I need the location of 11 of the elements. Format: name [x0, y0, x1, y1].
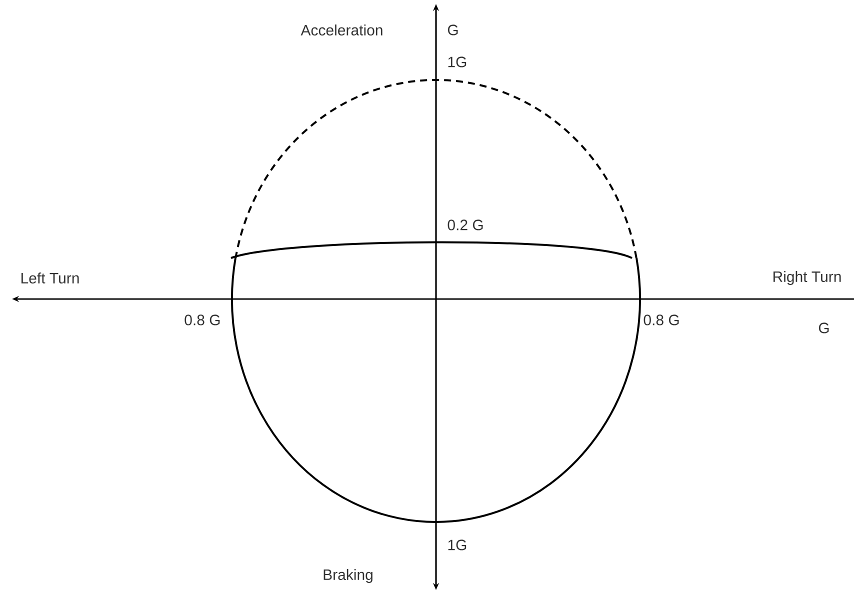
tick-label: 1G	[448, 56, 466, 68]
tick-label: 1G	[448, 540, 466, 550]
axis-label: Left Turn	[22, 272, 79, 284]
tick-label: 0.8 G	[184, 314, 220, 326]
unit-label: G	[818, 322, 829, 334]
tick-label: 0.2 G	[448, 220, 483, 230]
axis-label: Right Turn	[774, 271, 841, 285]
unit-label: G	[448, 24, 458, 36]
axis-label: Acceleration	[300, 24, 382, 36]
axis-label: Braking	[324, 569, 372, 583]
tick-label: 0.8 G	[644, 314, 679, 326]
